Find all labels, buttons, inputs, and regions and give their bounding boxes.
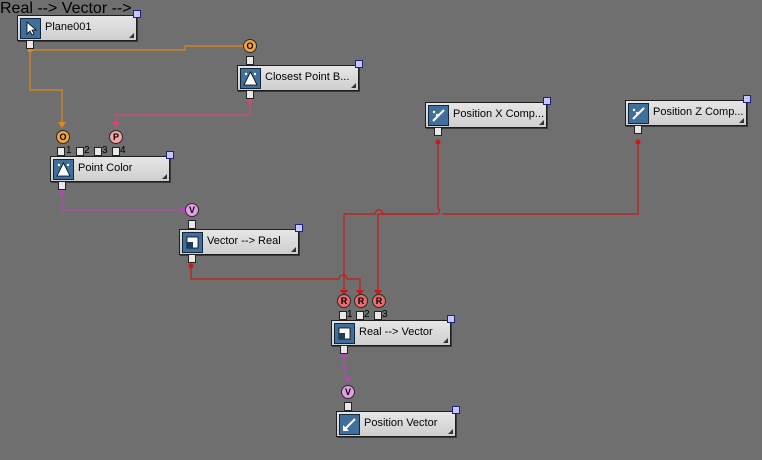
output-socket[interactable] (58, 181, 66, 190)
convert-icon (182, 232, 203, 253)
resize-corner-icon[interactable] (291, 247, 296, 252)
node-label: Position Vector (364, 417, 438, 429)
output-socket[interactable] (434, 127, 442, 136)
expand-icon[interactable] (743, 95, 751, 103)
wire-plane-to-closest[interactable] (30, 45, 243, 51)
input-socket[interactable] (188, 220, 196, 229)
wire-closest-to-pointcolor[interactable] (115, 101, 251, 126)
node-label: Position X Comp... (453, 108, 545, 120)
output-socket[interactable] (634, 125, 642, 134)
node-position-z[interactable]: Position Z Comp... (625, 95, 751, 126)
input-plug-vector[interactable]: V (341, 385, 355, 399)
expand-icon[interactable] (295, 224, 303, 232)
resize-corner-icon[interactable] (739, 118, 744, 123)
wire-vecreal-to-realvec[interactable] (190, 266, 361, 294)
node-label: Position Z Comp... (653, 106, 744, 118)
resize-corner-icon[interactable] (351, 83, 356, 88)
input-socket-3[interactable] (94, 147, 102, 156)
output-socket[interactable] (246, 90, 254, 99)
node-plane001[interactable]: Plane001 (17, 10, 141, 41)
wire-pointcolor-to-vecreal[interactable] (61, 192, 185, 211)
input-number: 3 (102, 145, 108, 156)
wire-plane-to-pointcolor[interactable] (29, 50, 63, 126)
input-number: 2 (364, 309, 370, 320)
wire-posx-to-realvec[interactable] (377, 142, 440, 294)
expand-icon[interactable] (447, 315, 455, 323)
node-closest-point[interactable]: Closest Point B... (237, 60, 363, 91)
expand-icon[interactable] (355, 60, 363, 68)
input-socket-2[interactable] (356, 311, 364, 320)
node-label: Plane001 (45, 21, 92, 33)
resize-corner-icon[interactable] (443, 338, 448, 343)
input-number: 2 (84, 145, 90, 156)
node-label: Closest Point B... (265, 71, 350, 83)
input-socket[interactable] (246, 56, 254, 65)
node-position-vector[interactable]: Position Vector (336, 406, 460, 437)
node-label: Real --> Vector (359, 326, 433, 338)
resize-corner-icon[interactable] (129, 33, 134, 38)
node-label: Vector --> Real (207, 235, 281, 247)
expand-icon[interactable] (133, 10, 141, 18)
input-socket-1[interactable] (339, 311, 347, 320)
input-plug-object[interactable]: O (243, 39, 257, 53)
input-number: 1 (66, 145, 72, 156)
triangle-icon (240, 68, 261, 89)
input-socket-3[interactable] (374, 311, 382, 320)
position-icon (428, 105, 449, 126)
wire-realvec-to-posvector[interactable] (343, 356, 349, 381)
input-number: 3 (382, 309, 388, 320)
node-position-x[interactable]: Position X Comp... (425, 97, 551, 128)
input-plug-vector[interactable]: V (185, 203, 199, 217)
output-socket[interactable] (188, 254, 196, 263)
output-icon (339, 414, 360, 435)
node-point-color[interactable]: Point Color (50, 151, 174, 182)
triangle-icon (53, 159, 74, 180)
node-label: Point Color (78, 162, 133, 174)
input-number: 4 (120, 145, 126, 156)
expand-icon[interactable] (543, 97, 551, 105)
node-vector-to-real[interactable]: Vector --> Real (179, 224, 303, 255)
wire-posz-to-realvec[interactable] (343, 142, 639, 294)
input-socket-2[interactable] (76, 147, 84, 156)
input-plug-position[interactable]: P (109, 130, 123, 144)
node-real-to-vector[interactable]: Real --> Vector (331, 315, 455, 346)
resize-corner-icon[interactable] (448, 429, 453, 434)
resize-corner-icon[interactable] (162, 174, 167, 179)
input-socket[interactable] (344, 402, 352, 411)
input-plug-real-2[interactable]: R (354, 294, 368, 308)
input-plug-object[interactable]: O (56, 130, 70, 144)
output-socket[interactable] (26, 40, 34, 49)
expand-icon[interactable] (452, 406, 460, 414)
input-plug-real-3[interactable]: R (372, 294, 386, 308)
output-socket[interactable] (340, 345, 348, 354)
input-socket-4[interactable] (112, 147, 120, 156)
position-icon (628, 103, 649, 124)
pointer-icon (20, 18, 41, 39)
input-plug-real-1[interactable]: R (337, 294, 351, 308)
convert-icon (334, 323, 355, 344)
expand-icon[interactable] (166, 151, 174, 159)
input-number: 1 (347, 309, 353, 320)
resize-corner-icon[interactable] (539, 120, 544, 125)
input-socket-1[interactable] (57, 147, 65, 156)
